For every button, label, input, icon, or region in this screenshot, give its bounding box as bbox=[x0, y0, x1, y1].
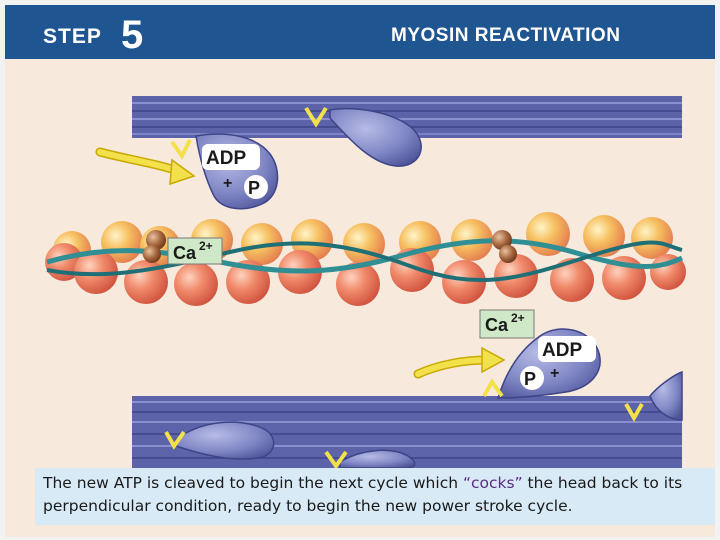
myosin-head-top-right bbox=[304, 106, 422, 167]
calcium-label-left: Ca 2+ bbox=[167, 237, 223, 265]
header-title: MYOSIN REACTIVATION bbox=[391, 25, 621, 46]
myosin-head-bottom-middle bbox=[324, 449, 416, 470]
calcium-label-left-base: Ca bbox=[173, 243, 197, 263]
thick-filament-top bbox=[132, 96, 682, 138]
phosphate-label-bottom: P bbox=[520, 366, 544, 390]
caption-text-before: The new ATP is cleaved to begin the next… bbox=[43, 474, 463, 492]
svg-text:ADP: ADP bbox=[206, 148, 246, 169]
myosin-head-bottom-left bbox=[164, 421, 275, 460]
adp-label-top: ADP bbox=[202, 144, 260, 170]
calcium-label-left-sup: 2+ bbox=[199, 239, 213, 253]
myosin-head-bottom-far-right bbox=[624, 370, 683, 423]
atp-arrow-bottom bbox=[413, 346, 506, 379]
step-label: STEP bbox=[43, 25, 102, 48]
plus-sign-bottom: + bbox=[550, 365, 559, 382]
calcium-label-right-sup: 2+ bbox=[511, 311, 525, 325]
plus-sign-top: + bbox=[223, 175, 232, 192]
atp-arrow-top bbox=[95, 147, 196, 186]
caption-box: The new ATP is cleaved to begin the next… bbox=[35, 468, 715, 525]
thin-filament bbox=[45, 212, 686, 306]
troponin-left bbox=[143, 230, 166, 263]
calcium-label-right-base: Ca bbox=[485, 315, 509, 335]
caption-text-after: the head back to its perpendicular condi… bbox=[43, 474, 683, 515]
svg-text:P: P bbox=[524, 369, 536, 389]
troponin-right bbox=[492, 230, 517, 263]
calcium-label-right: Ca 2+ bbox=[479, 309, 535, 339]
caption-highlight: “cocks” bbox=[462, 474, 523, 492]
step-number: 5 bbox=[121, 13, 144, 57]
phosphate-label-top: P bbox=[244, 175, 268, 199]
svg-text:ADP: ADP bbox=[542, 340, 582, 361]
adp-label-bottom: ADP bbox=[538, 336, 596, 362]
header-bar: STEP 5 MYOSIN REACTIVATION bbox=[5, 5, 715, 59]
svg-text:P: P bbox=[248, 178, 260, 198]
